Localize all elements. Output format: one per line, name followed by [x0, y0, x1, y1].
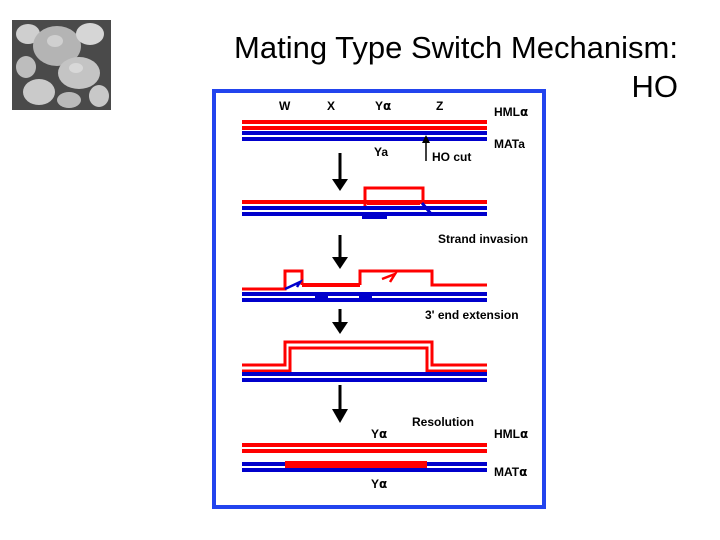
yeast-micrograph [12, 20, 111, 110]
hml-alpha-duplex [242, 120, 487, 124]
cut-end-3prime [362, 215, 387, 219]
mat-a-duplex [242, 206, 487, 210]
mat-a-duplex [242, 292, 487, 296]
label-y-alpha: Yα [375, 99, 391, 113]
left-invasion [242, 269, 304, 291]
slide-title-line-1: Mating Type Switch Mechanism: [234, 30, 678, 65]
hml-alpha-duplex [242, 126, 487, 130]
invading-strand-bubble [363, 186, 425, 206]
mat-alpha-duplex [242, 468, 487, 472]
label-mat-a: MATa [494, 137, 525, 151]
label-hml-alpha-top: HMLα [494, 105, 528, 119]
label-x: X [327, 99, 335, 113]
label-end-extension: 3' end extension [425, 308, 519, 322]
right-extension-arrow [381, 271, 399, 283]
left-extension-arrow [284, 279, 304, 291]
y-alpha-converted-region [285, 461, 427, 468]
mat-a-duplex [242, 378, 487, 382]
step-arrowhead [332, 179, 348, 191]
ho-cut-arrowhead [422, 135, 430, 143]
label-y-alpha-mat: Yα [371, 477, 387, 491]
step-arrowhead [332, 257, 348, 269]
step-arrowhead [332, 409, 348, 423]
slide-title-line-2: HO [631, 69, 679, 104]
label-ya: Ya [374, 145, 388, 159]
extended-outer-strand [242, 340, 487, 367]
label-hml-alpha-bottom: HMLα [494, 427, 528, 441]
hml-alpha-duplex [242, 443, 487, 447]
label-y-alpha-hml: Yα [371, 427, 387, 441]
slide-title: Mating Type Switch Mechanism: HO [208, 28, 678, 106]
right-invasion [358, 269, 487, 287]
mat-a-duplex [242, 298, 487, 302]
mat-a-duplex [242, 131, 487, 135]
ho-switch-diagram: W X Yα Z HMLα MATa Ya HO cut Strand inva… [212, 89, 546, 509]
mat-a-duplex [242, 137, 487, 141]
hml-alpha-duplex [242, 449, 487, 453]
mat-a-duplex [242, 372, 487, 376]
cut-end-3prime [315, 295, 328, 299]
label-w: W [279, 99, 291, 113]
mat-a-duplex [242, 212, 487, 216]
label-z: Z [436, 99, 443, 113]
label-strand-invasion: Strand invasion [438, 232, 528, 246]
extended-inner-strand [242, 346, 487, 373]
hml-alpha-duplex [302, 283, 360, 287]
label-mat-alpha: MATα [494, 465, 527, 479]
cut-end-3prime [359, 295, 372, 299]
cut-end-strand [420, 202, 434, 216]
step-arrowhead [332, 322, 348, 334]
label-ho-cut: HO cut [432, 150, 471, 164]
label-resolution: Resolution [412, 415, 474, 429]
